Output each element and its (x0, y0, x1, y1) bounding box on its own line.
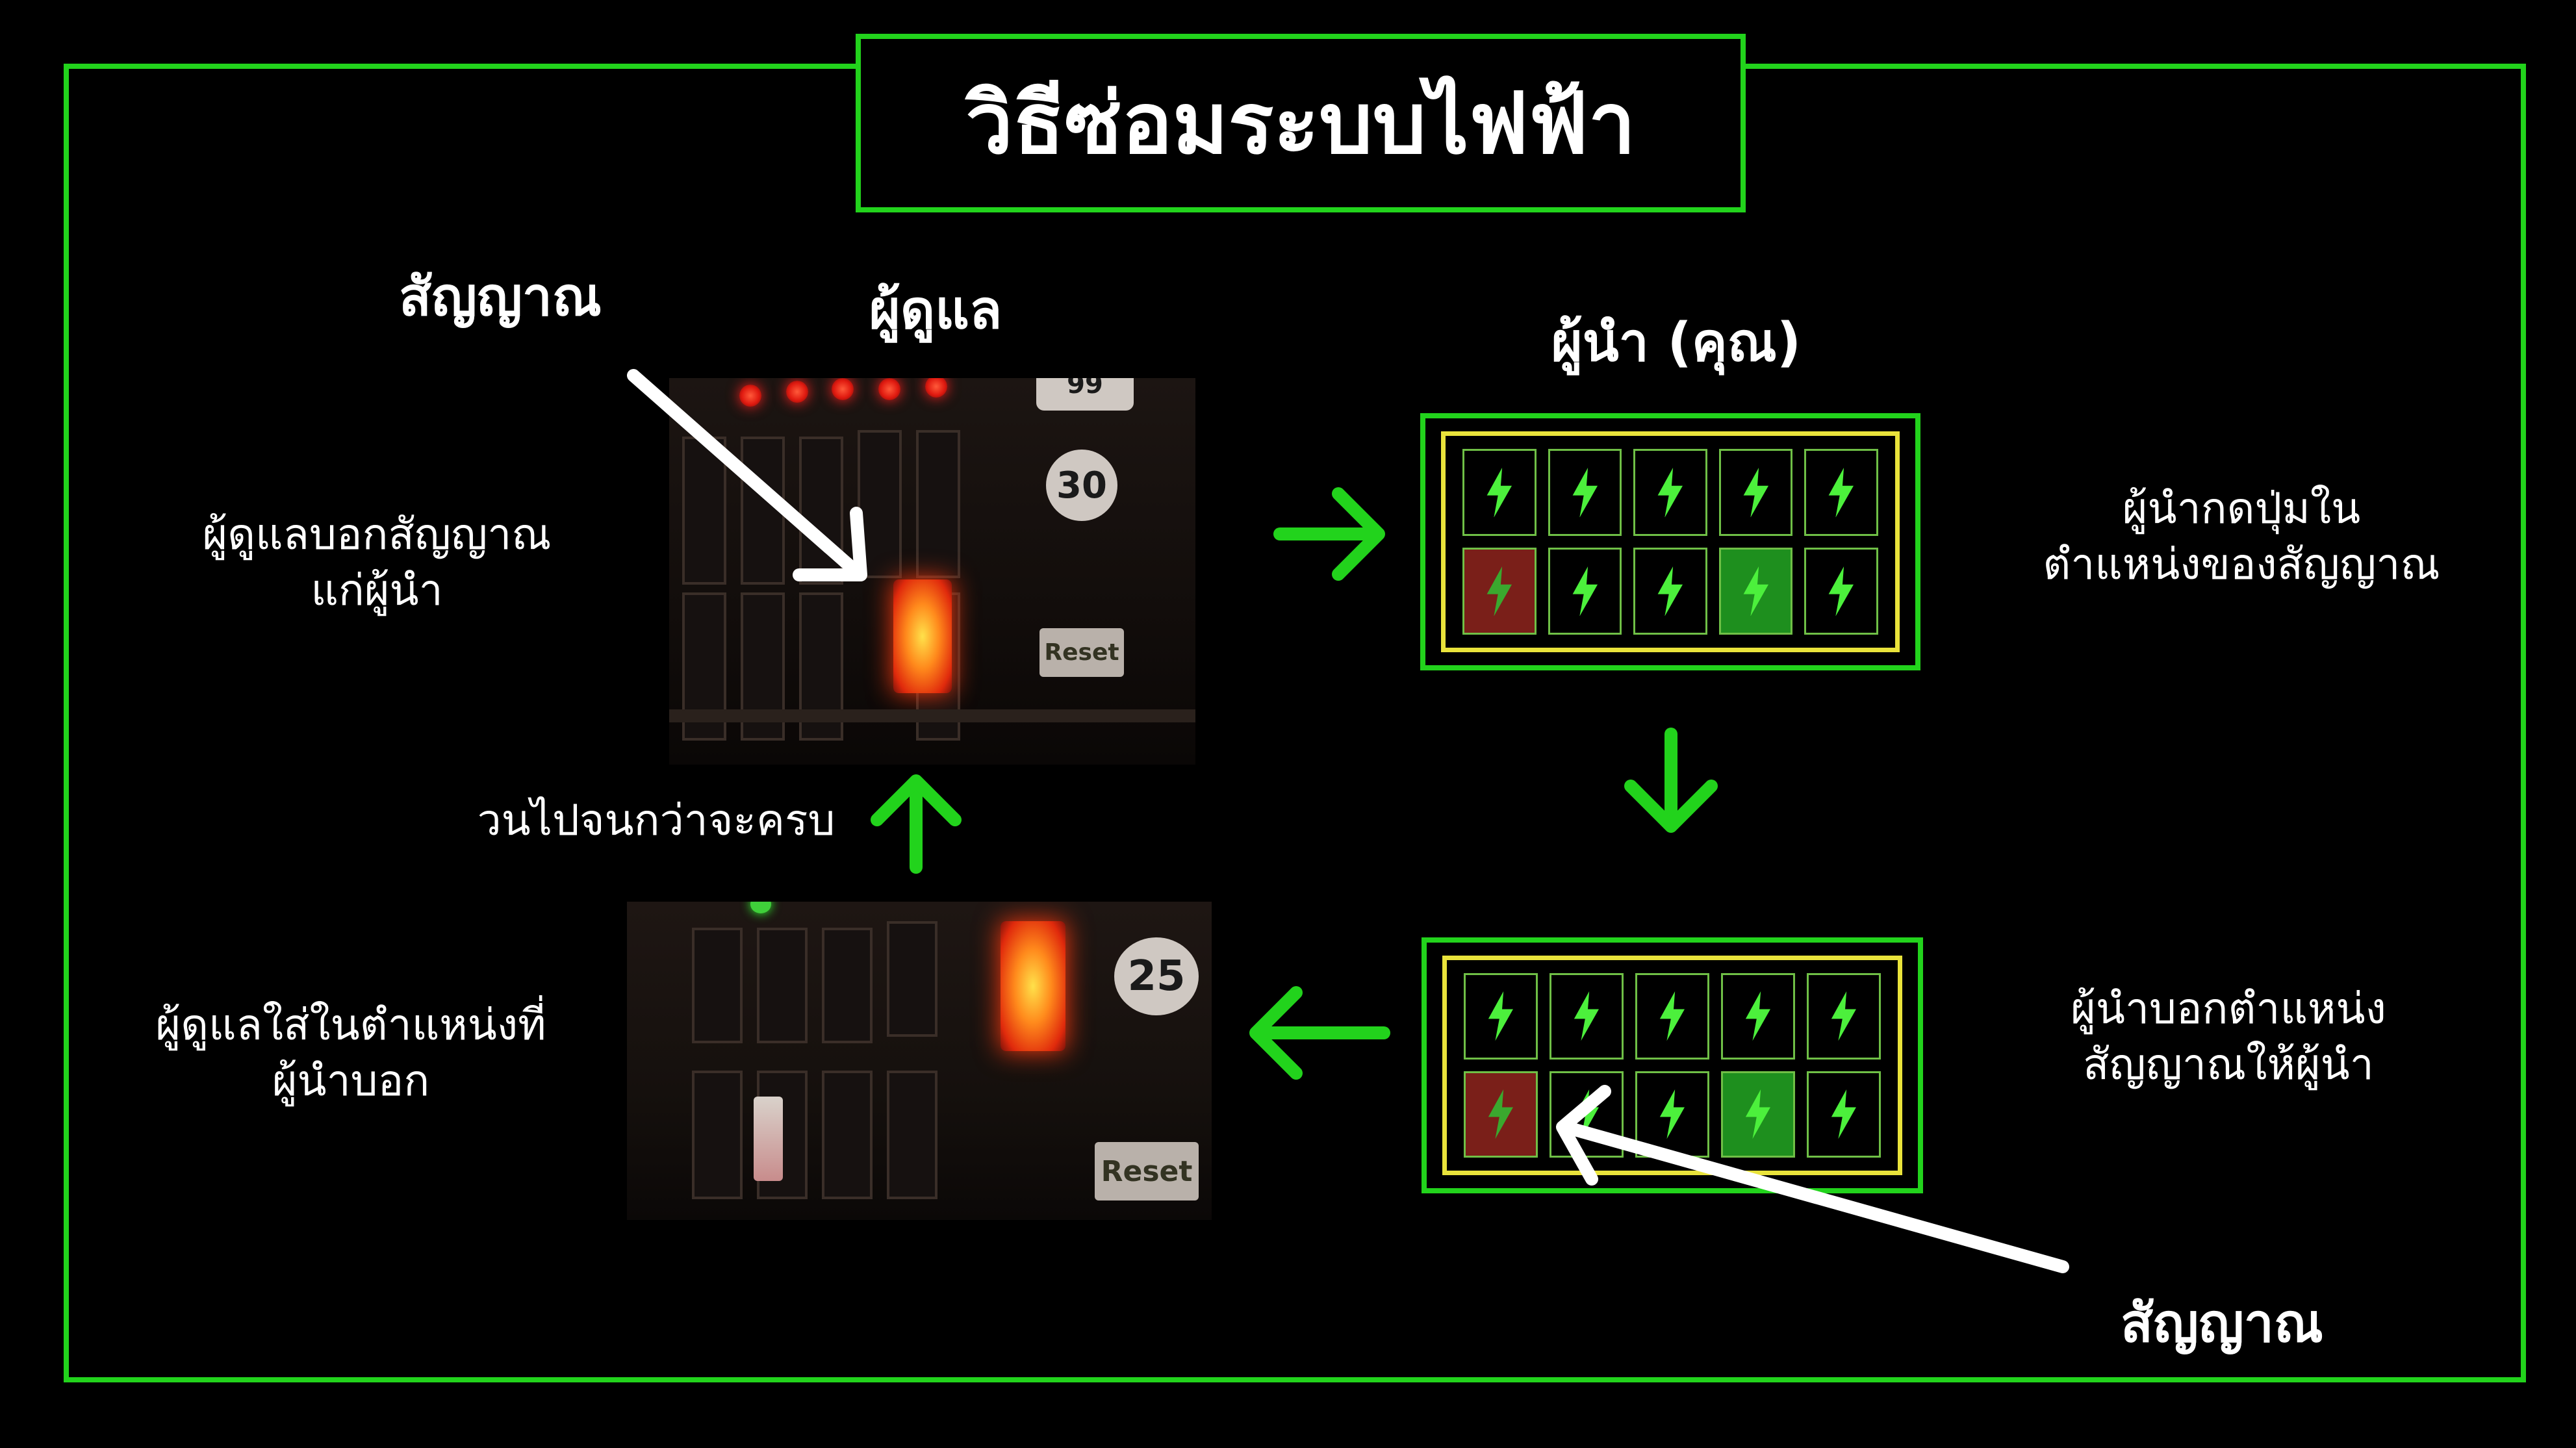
slot (692, 1071, 743, 1199)
lightning-bolt-icon (1657, 467, 1683, 518)
lightning-button[interactable] (1718, 449, 1793, 536)
slot (887, 921, 937, 1037)
caretaker-photo-bottom: 25 Reset (627, 902, 1212, 1220)
lightning-bolt-icon (1743, 566, 1768, 616)
button-grid (1441, 431, 1900, 652)
lightning-button[interactable] (1548, 449, 1622, 536)
step2-line1: ผู้นำกดปุ่มใน (2122, 483, 2361, 533)
step4-line2: ผู้นำบอก (272, 1055, 430, 1106)
title-box: วิธีซ่อมระบบไฟฟ้า (856, 34, 1746, 212)
inserted-fuse (754, 1097, 783, 1181)
caretaker-label: ผู้ดูแล (869, 279, 1002, 341)
lightning-bolt-icon (1745, 991, 1771, 1041)
lightning-bolt-icon (1745, 1089, 1771, 1139)
lightning-bolt-icon (1743, 467, 1768, 518)
lightning-button[interactable] (1635, 973, 1709, 1060)
slot (822, 1071, 873, 1199)
step1-line1: ผู้ดูแลบอกสัญญาณ (202, 509, 552, 559)
step3-line2: สัญญาณให้ผู้นำ (2083, 1039, 2374, 1089)
slot (858, 430, 902, 578)
button-grid (1442, 956, 1902, 1175)
lightning-bolt-icon (1657, 566, 1683, 616)
page-title: วิธีซ่อมระบบไฟฟ้า (965, 73, 1636, 173)
lightning-bolt-icon (1572, 467, 1598, 518)
lightning-button[interactable] (1549, 973, 1624, 1060)
leader-panel-top (1420, 413, 1920, 670)
lightning-button[interactable] (1633, 449, 1707, 536)
step4-text: ผู้ดูแลใส่ในตำแหน่งที่ ผู้นำบอก (84, 997, 617, 1109)
lightning-button[interactable] (1462, 548, 1537, 635)
lightning-button[interactable] (1462, 449, 1537, 536)
lightning-button[interactable] (1721, 1071, 1795, 1158)
slot (682, 437, 726, 585)
slot (916, 430, 960, 578)
slot (692, 928, 743, 1043)
led-5 (925, 378, 947, 398)
counter-badge: 30 (1046, 450, 1117, 521)
leader-label: ผู้นำ (คุณ) (1551, 312, 1802, 374)
lightning-button[interactable] (1635, 1071, 1709, 1158)
step1-line2: แก่ผู้นำ (311, 565, 443, 615)
outer-frame (64, 64, 2526, 1382)
green-led (750, 902, 771, 913)
lightning-bolt-icon (1659, 1089, 1685, 1139)
lightning-bolt-icon (1574, 991, 1600, 1041)
leader-panel-bottom (1422, 937, 1923, 1193)
lightning-button[interactable] (1548, 548, 1622, 635)
signal-fuse-glow (893, 579, 952, 693)
step3-line1: ผู้นำบอกตำแหน่ง (2071, 984, 2386, 1034)
lightning-bolt-icon (1831, 991, 1857, 1041)
step2-text: ผู้นำกดปุ่มใน ตำแหน่งของสัญญาณ (1962, 481, 2521, 592)
signal-label-top: สัญญาณ (399, 266, 602, 328)
lightning-bolt-icon (1828, 467, 1854, 518)
reset-label: Reset (1101, 1154, 1193, 1188)
loop-text: วนไปจนกว่าจะครบ (477, 795, 835, 845)
step2-line2: ตำแหน่งของสัญญาณ (2043, 539, 2440, 589)
slot (822, 928, 873, 1043)
counter-text: 30 (1056, 464, 1107, 507)
lightning-button[interactable] (1804, 548, 1878, 635)
lightning-bolt-icon (1486, 566, 1512, 616)
step4-line1: ผู้ดูแลใส่ในตำแหน่งที่ (155, 1000, 546, 1050)
led-1 (739, 385, 761, 407)
reset-button: Reset (1039, 628, 1124, 677)
lightning-button[interactable] (1549, 1071, 1624, 1158)
step3-text: ผู้นำบอกตำแหน่ง สัญญาณให้ผู้นำ (1962, 981, 2495, 1093)
panel-edge (669, 709, 1195, 722)
lightning-bolt-icon (1488, 1089, 1514, 1139)
lightning-button[interactable] (1807, 1071, 1881, 1158)
lightning-button[interactable] (1721, 973, 1795, 1060)
lightning-bolt-icon (1659, 991, 1685, 1041)
lightning-button[interactable] (1633, 548, 1707, 635)
signal-label-bottom: สัญญาณ (2121, 1293, 2323, 1354)
led-2 (786, 381, 808, 403)
lightning-button[interactable] (1464, 1071, 1538, 1158)
lightning-button[interactable] (1807, 973, 1881, 1060)
caretaker-photo-top: 99 30 Reset (669, 378, 1195, 765)
step1-text: ผู้ดูแลบอกสัญญาณ แก่ผู้นำ (117, 507, 637, 618)
slot (799, 437, 843, 585)
counter-badge: 25 (1114, 937, 1199, 1015)
led-4 (878, 378, 900, 400)
lightning-bolt-icon (1488, 991, 1514, 1041)
lightning-button[interactable] (1464, 973, 1538, 1060)
counter-text: 25 (1127, 952, 1186, 1000)
partial-counter-text: 99 (1067, 378, 1103, 400)
lightning-bolt-icon (1831, 1089, 1857, 1139)
lightning-button[interactable] (1718, 548, 1793, 635)
partial-counter-badge: 99 (1036, 378, 1134, 411)
signal-fuse-glow (1001, 921, 1065, 1051)
lightning-bolt-icon (1572, 566, 1598, 616)
lightning-bolt-icon (1486, 467, 1512, 518)
slot (741, 437, 785, 585)
lightning-bolt-icon (1828, 566, 1854, 616)
lightning-bolt-icon (1574, 1089, 1600, 1139)
led-3 (832, 378, 854, 400)
reset-button: Reset (1095, 1142, 1199, 1200)
slot (757, 928, 808, 1043)
reset-label: Reset (1044, 639, 1119, 666)
slot (887, 1071, 937, 1199)
lightning-button[interactable] (1804, 449, 1878, 536)
